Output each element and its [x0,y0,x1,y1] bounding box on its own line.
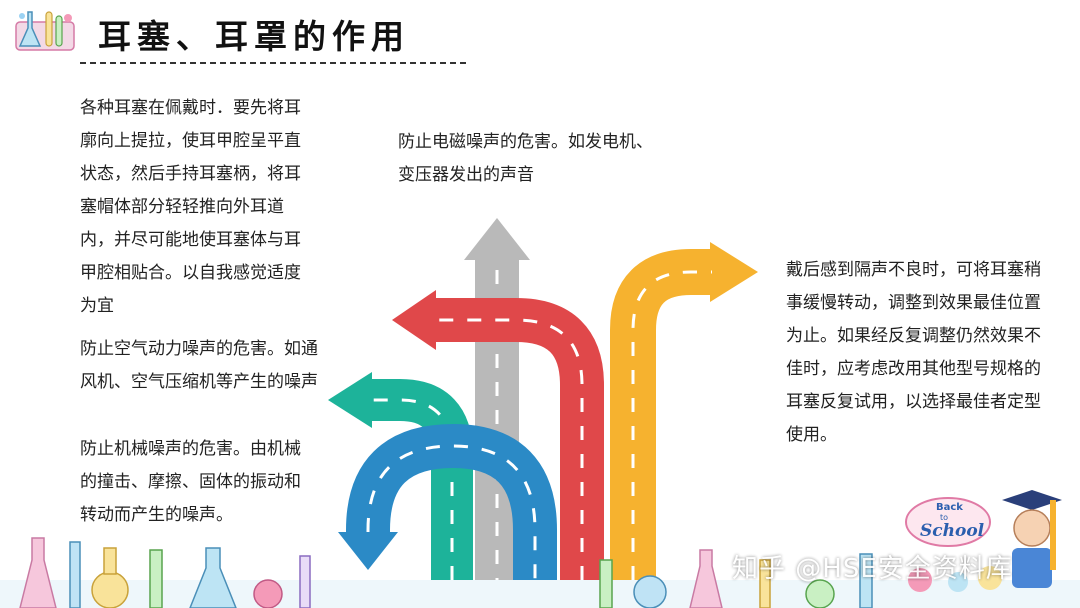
back-to-school-decoration-icon: Back to School [905,490,1062,592]
blue-arrow-down-icon [338,423,557,608]
lab-flask-logo-icon [15,11,75,51]
page-title: 耳塞、耳罩的作用 [98,17,410,56]
school-sign-line3: School [920,521,985,541]
red-arrow-left-icon [392,290,604,608]
road-arrows-illustration [328,218,758,608]
text-electromagnetic-noise: 防止电磁噪声的危害。如发电机、变压器发出的声音 [398,132,653,185]
text-adjust-method: 戴后感到隔声不良时，可将耳塞稍事缓慢转动，调整到效果最佳位置为止。如果经反复调整… [786,260,1041,445]
title-divider [80,62,466,64]
watermark-text: 知乎 @HSE安全资料库 [732,554,1013,584]
text-mechanical-noise: 防止机械噪声的危害。由机械的撞击、摩擦、固体的振动和转动而产生的噪声。 [80,439,301,525]
school-sign-line1: Back [936,502,963,513]
text-aerodynamic-noise: 防止空气动力噪声的危害。如通风机、空气压缩机等产生的噪声 [80,339,318,392]
lab-glassware-border-icon [0,537,1080,608]
text-wear-method: 各种耳塞在佩戴时．要先将耳廓向上提拉，使耳甲腔呈平直状态，然后手持耳塞柄，将耳塞… [80,98,301,316]
yellow-arrow-right-icon [610,242,758,608]
school-sign-line2: to [940,513,948,522]
